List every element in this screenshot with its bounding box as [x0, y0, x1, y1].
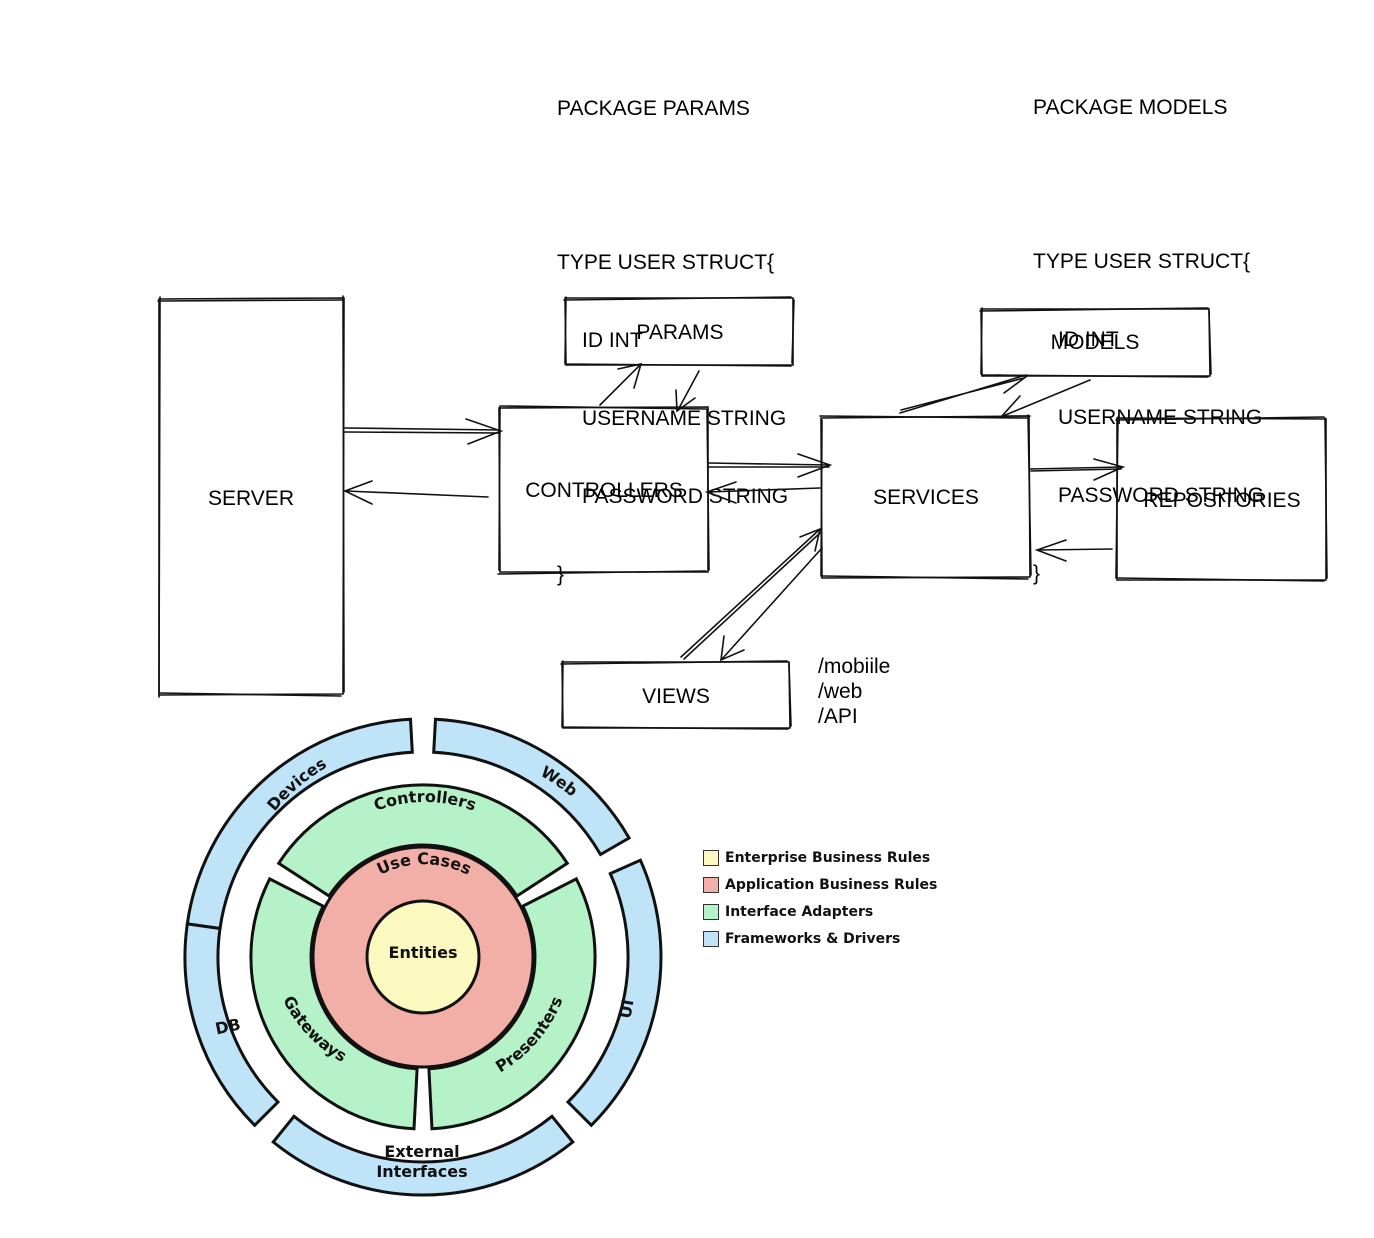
- ring-label-controllers: Controllers: [371, 787, 478, 815]
- legend-swatch: [703, 903, 719, 920]
- models-label: MODELS: [1051, 331, 1140, 354]
- server-box: [157, 295, 345, 698]
- legend-swatch: [703, 849, 719, 866]
- field-line: ID INT: [1058, 328, 1119, 351]
- views-label: VIEWS: [642, 685, 710, 708]
- gateways-segment: [249, 876, 419, 1131]
- field-line: USERNAME STRING: [582, 407, 787, 430]
- ring-label-ui: UI: [616, 998, 638, 1020]
- controllers-segment: [276, 783, 570, 899]
- close-brace: }: [1033, 562, 1041, 585]
- arrow-controllers-to-server: [342, 480, 489, 505]
- ring-label-devices: Devices: [263, 754, 329, 815]
- arrow-views-to-services: [680, 527, 822, 660]
- devices-segment: [185, 717, 414, 931]
- arrow-controllers-to-params: [599, 362, 643, 406]
- params-label: PARAMS: [636, 321, 723, 344]
- ring-label-db: DB: [213, 1015, 242, 1039]
- arrow-params-to-controllers: [675, 370, 700, 413]
- external-interfaces-segment: [271, 1114, 575, 1197]
- controllers-box: [497, 405, 710, 575]
- params-box: [563, 296, 795, 367]
- legend-swatch: [703, 930, 719, 947]
- presenters-segment: [427, 876, 597, 1131]
- legend-item: Enterprise Business Rules: [703, 844, 937, 871]
- repositories-box: [1115, 416, 1328, 582]
- server-label: SERVER: [208, 487, 294, 510]
- services-box: [819, 414, 1032, 580]
- arrow-services-to-controllers: [704, 481, 821, 504]
- params-code-block: PACKAGE PARAMS TYPE USER STRUCT{ ID INT …: [557, 44, 788, 614]
- use-cases-circle: [311, 845, 535, 1069]
- arrow-models-to-services: [1000, 379, 1091, 417]
- ring-label-interfaces: Interfaces: [376, 1162, 467, 1181]
- package-line: PACKAGE MODELS: [1033, 96, 1228, 119]
- models-box: [979, 307, 1212, 378]
- route-web: /web: [818, 680, 863, 703]
- entities-label: Entities: [389, 943, 458, 962]
- db-segment: [183, 922, 281, 1128]
- legend-label: Frameworks & Drivers: [725, 930, 901, 947]
- entities-circle: [365, 899, 481, 1015]
- arrow-services-to-views: [720, 547, 823, 662]
- legend-swatch: [703, 876, 719, 893]
- legend-item: Interface Adapters: [703, 898, 937, 925]
- field-line: PASSWORD STRING: [1058, 484, 1265, 507]
- package-line: PACKAGE PARAMS: [557, 97, 750, 120]
- views-box: [560, 660, 792, 730]
- services-label: SERVICES: [873, 486, 979, 509]
- arrow-repositories-to-services: [1034, 539, 1113, 562]
- legend-item: Frameworks & Drivers: [703, 925, 937, 952]
- close-brace: }: [557, 563, 565, 586]
- ring-label-external: External: [384, 1142, 459, 1161]
- type-line: TYPE USER STRUCT{: [1033, 250, 1251, 273]
- ring-label-presenters: Presenters: [492, 994, 566, 1077]
- legend: Enterprise Business Rules Application Bu…: [703, 844, 937, 952]
- arrow-services-to-repositories: [1029, 458, 1126, 481]
- ui-segment: [565, 858, 663, 1128]
- field-line: ID INT: [582, 329, 643, 352]
- legend-label: Interface Adapters: [725, 903, 874, 920]
- field-line: PASSWORD STRING: [582, 485, 789, 508]
- use-cases-label: Use Cases: [374, 849, 475, 878]
- type-line: TYPE USER STRUCT{: [557, 251, 775, 274]
- route-api: /API: [818, 705, 858, 728]
- arrow-server-to-controllers: [344, 418, 504, 445]
- controllers-label: CONTROLLERS: [525, 479, 683, 502]
- legend-label: Enterprise Business Rules: [725, 849, 931, 866]
- clean-arch-labels: Devices Web UI DB External Interfaces Co…: [213, 754, 637, 1181]
- repositories-label: REPOSITORIES: [1143, 489, 1300, 512]
- arrow-services-to-models: [899, 374, 1030, 414]
- arrow-controllers-to-services: [708, 453, 833, 478]
- route-mobile: /mobiile: [818, 655, 891, 678]
- ring-label-web: Web: [538, 762, 582, 800]
- legend-label: Application Business Rules: [725, 876, 938, 893]
- ring-label-gateways: Gateways: [279, 992, 350, 1065]
- architecture-flow-diagram: SERVER CONTROLLERS PARAMS SERVICES MODEL…: [157, 295, 1328, 730]
- legend-item: Application Business Rules: [703, 871, 937, 898]
- view-routes: /mobiile /web /API: [818, 654, 890, 729]
